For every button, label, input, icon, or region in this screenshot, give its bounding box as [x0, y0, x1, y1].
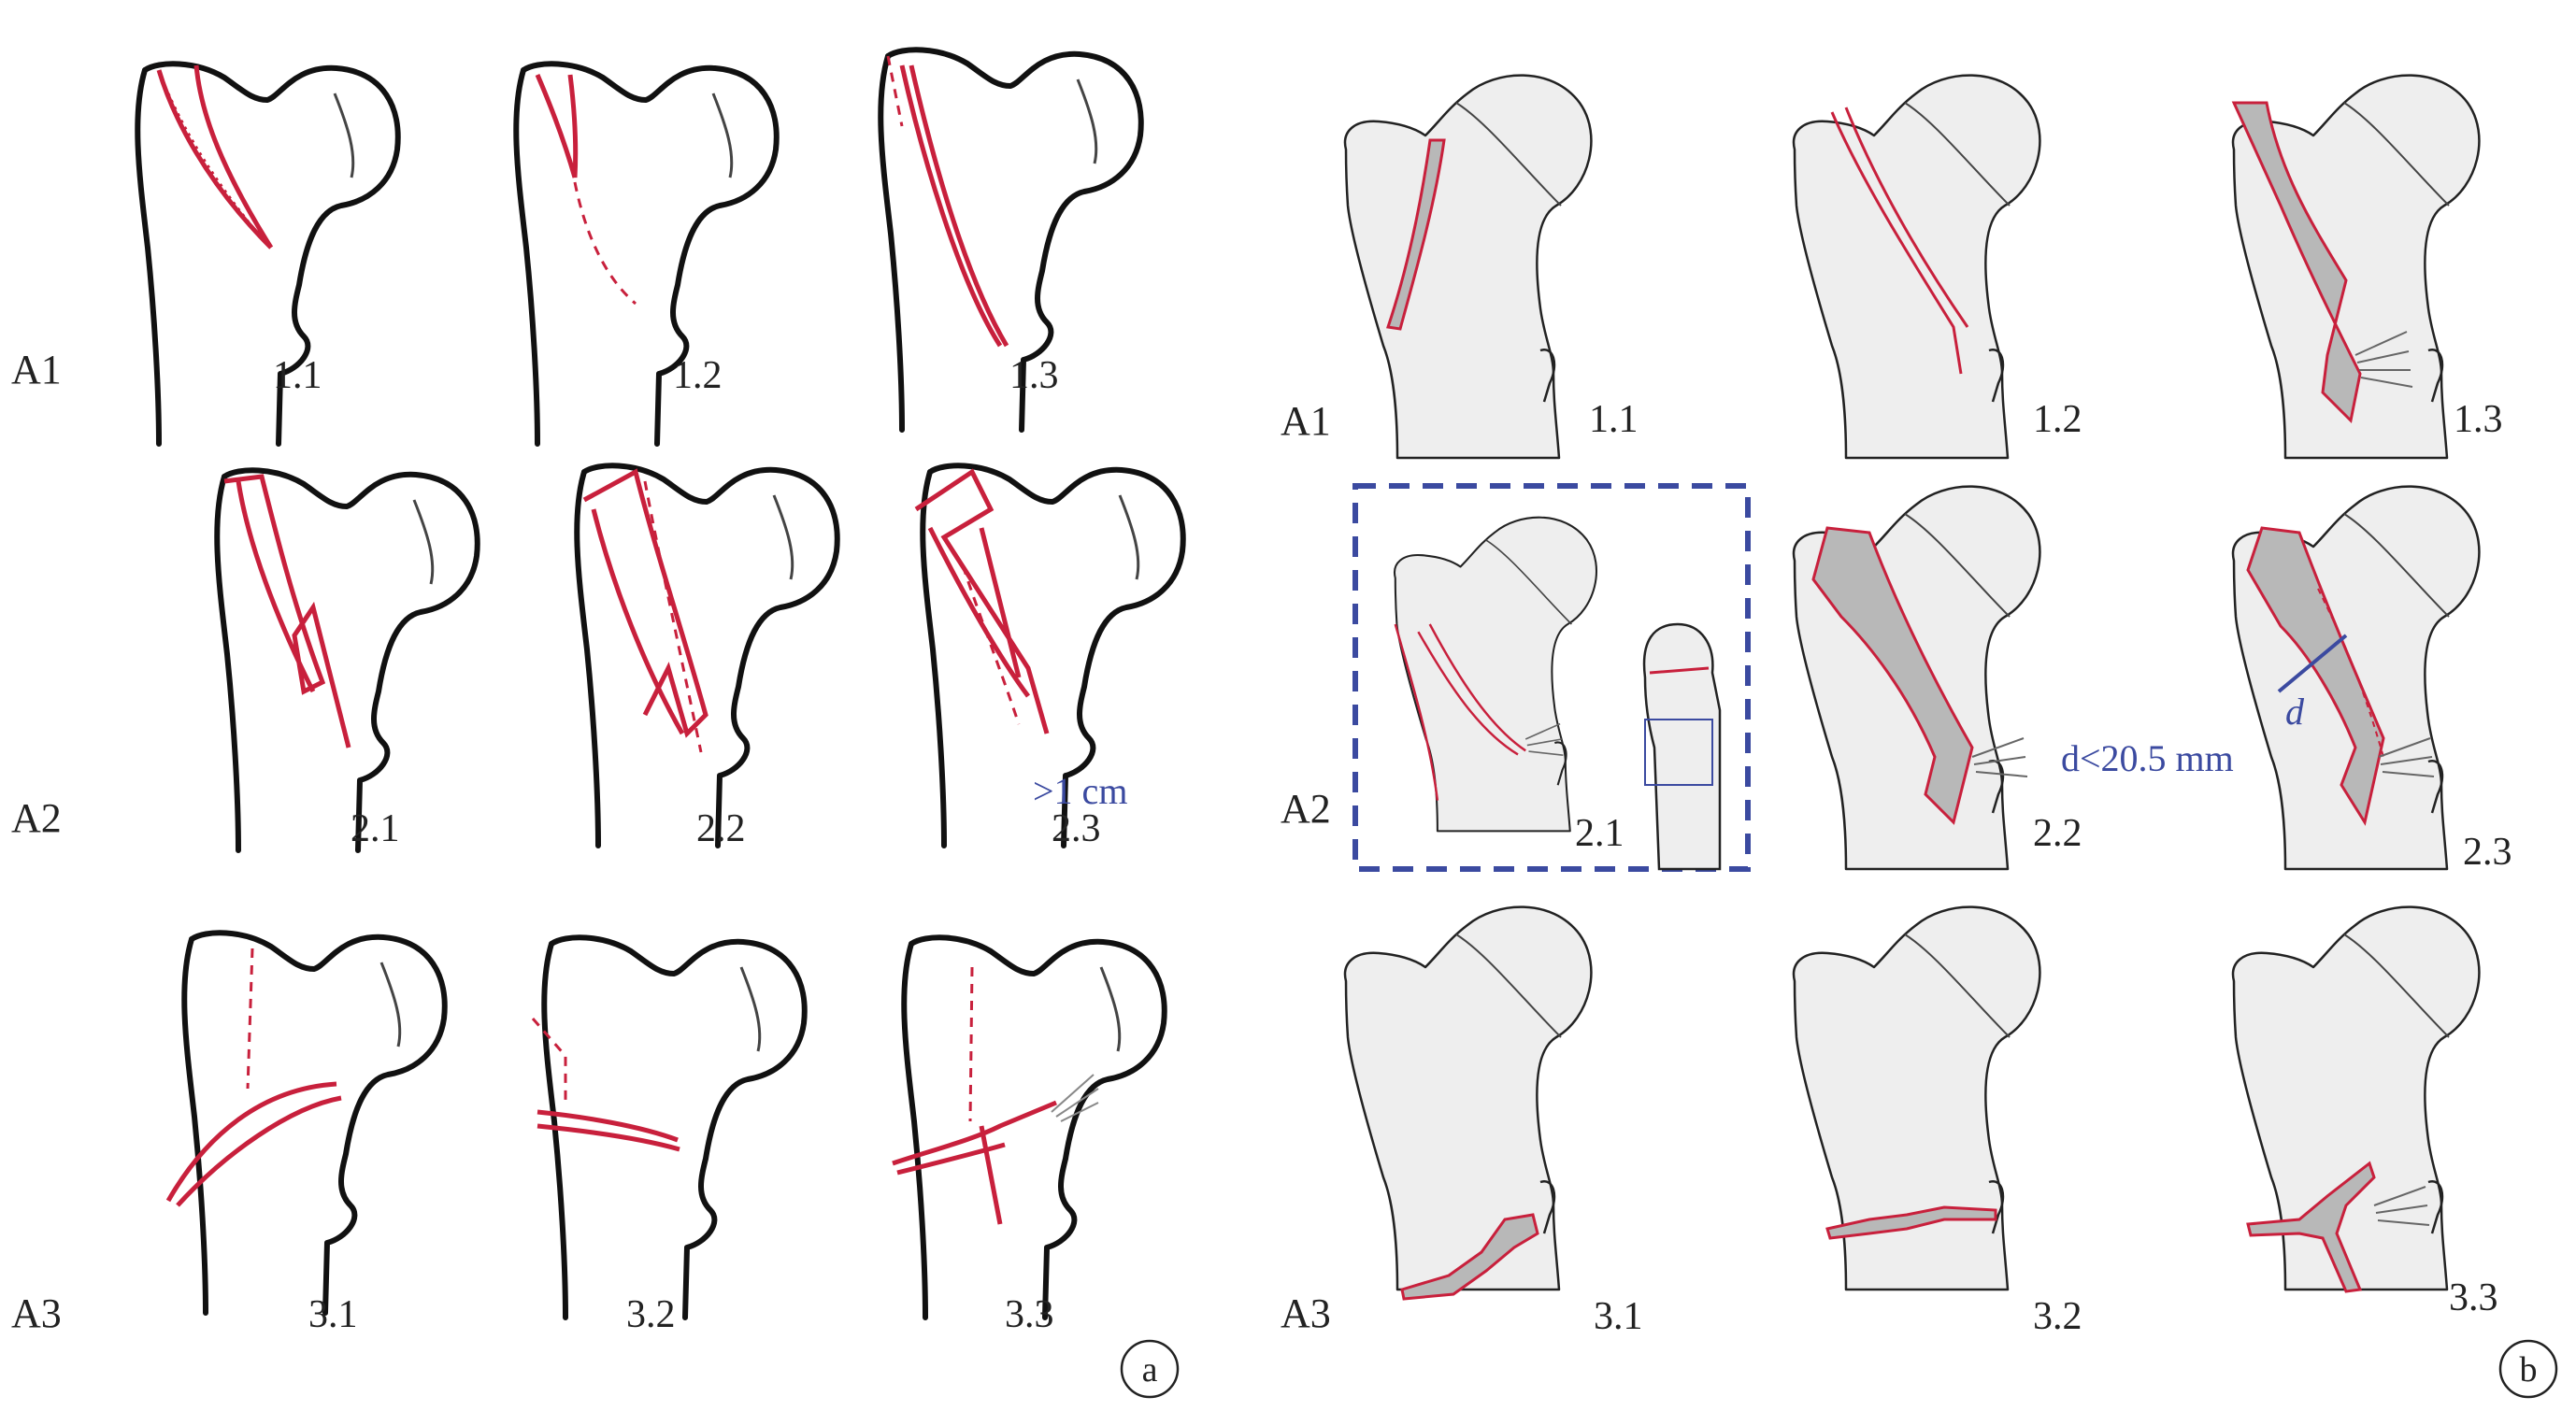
- panel-a-code-1-3: 1.3: [1009, 354, 1059, 397]
- panel-b-femur-1-1: [1343, 74, 1593, 460]
- panel-b-code-2-2: 2.2: [2033, 812, 2082, 855]
- panel-b-letter-badge: b: [2498, 1339, 2558, 1399]
- panel-a-femur-1-1: [137, 64, 397, 444]
- panel-a-femur-2-2: [577, 465, 837, 846]
- panel-b-inset-box: [1352, 483, 1751, 872]
- panel-a-femur-3-2: [531, 937, 805, 1318]
- panel-a-letter-badge: a: [1120, 1339, 1180, 1399]
- panel-a-femur-1-3: [880, 50, 1140, 430]
- panel-b-row-label-a3: A3: [1281, 1290, 1331, 1336]
- panel-b-femur-1-2: [1792, 74, 2041, 460]
- panel-b-code-1-2: 1.2: [2033, 398, 2082, 441]
- panel-b-code-3-2: 3.2: [2033, 1295, 2082, 1338]
- panel-b-code-2-3: 2.3: [2463, 831, 2512, 874]
- panel-a-code-2-2: 2.2: [696, 807, 746, 850]
- panel-a-code-2-3: 2.3: [1052, 807, 1101, 850]
- panel-b-code-3-1: 3.1: [1594, 1295, 1643, 1338]
- panel-b-femur-3-1: [1343, 905, 1593, 1301]
- panel-b-femur-3-3: [2231, 905, 2481, 1293]
- panel-a-code-1-1: 1.1: [273, 354, 322, 397]
- panel-b-code-2-1: 2.1: [1575, 812, 1624, 855]
- panel-b-letter: b: [2520, 1350, 2538, 1390]
- panel-a-femur-2-3: [914, 465, 1183, 846]
- panel-a-annotation-gt-1cm: >1 cm: [1033, 770, 1127, 812]
- panel-a-code-3-2: 3.2: [626, 1293, 676, 1336]
- panel-b-code-1-1: 1.1: [1589, 398, 1639, 441]
- panel-a-row-label-a2: A2: [11, 795, 62, 841]
- panel-a-code-2-1: 2.1: [351, 807, 400, 850]
- panel-a-letter: a: [1142, 1350, 1158, 1390]
- panel-b-femur-2-2: [1792, 485, 2041, 871]
- panel-b-code-3-3: 3.3: [2449, 1276, 2498, 1319]
- panel-b-femur-2-3: [2231, 485, 2481, 871]
- panel-b-distance-line: [2277, 634, 2348, 693]
- panel-a-femur-2-1: [217, 470, 477, 850]
- panel-b-annotation-d-lt-20-5mm: d<20.5 mm: [2061, 737, 2234, 779]
- panel-b-femur-3-2: [1792, 905, 2041, 1291]
- panel-a-femur-1-2: [516, 64, 776, 444]
- panel-a-code-1-2: 1.2: [673, 354, 723, 397]
- panel-a-femur-3-3: [892, 937, 1165, 1318]
- panel-b-femur-1-3: [2231, 74, 2481, 460]
- panel-a-row-label-a3: A3: [11, 1290, 62, 1336]
- panel-b-femur-2-1-side-view: [1642, 622, 1722, 871]
- panel-b-annotation-d: d: [2285, 691, 2305, 733]
- panel-a-row-label-a1: A1: [11, 347, 62, 392]
- panel-b: A1 A2 A3 1.1 1.2 1.3 2.1 2.2 2.3 3.1 3.2…: [1281, 74, 2558, 1399]
- panel-b-row-label-a2: A2: [1281, 786, 1331, 832]
- panel-a-femur-3-1: [165, 933, 445, 1313]
- panel-a-code-3-1: 3.1: [308, 1293, 358, 1336]
- panel-b-code-1-3: 1.3: [2454, 398, 2503, 441]
- panel-b-femur-2-1: [1393, 516, 1598, 833]
- panel-b-row-label-a1: A1: [1281, 398, 1331, 444]
- panel-a: A1 A2 A3 1.1 1.2 1.3 2.1 2.2 2.3 3.1 3.2…: [11, 50, 1183, 1399]
- panel-a-code-3-3: 3.3: [1005, 1293, 1054, 1336]
